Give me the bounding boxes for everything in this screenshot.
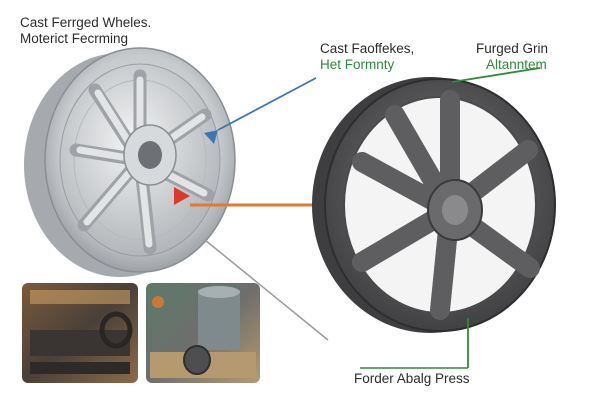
title-line2: Moterict Fecrming: [20, 31, 129, 46]
right-callout-subtitle: Altanntem: [486, 57, 547, 72]
center-callout-line: [217, 77, 317, 131]
cast-wheel: [24, 47, 236, 277]
right-callout-line: [451, 67, 541, 83]
title-line1: Cast Ferrged Wheles.: [20, 15, 152, 30]
center-callout-subtitle: Het Formnty: [320, 57, 395, 72]
center-callout-title: Cast Faoffekes,: [320, 41, 415, 56]
right-callout-title: Furged Grin: [476, 41, 549, 56]
forged-wheel: [312, 77, 556, 333]
blue-pointer-marker-icon: [204, 130, 218, 144]
bottom-callout-label: Forder Abalg Press: [354, 371, 470, 386]
foundry-photo-icon: [22, 283, 138, 383]
photo-connector-line: [204, 239, 329, 341]
red-triangle-marker-icon: [174, 187, 190, 205]
forging-press-photo-icon: [146, 283, 260, 383]
